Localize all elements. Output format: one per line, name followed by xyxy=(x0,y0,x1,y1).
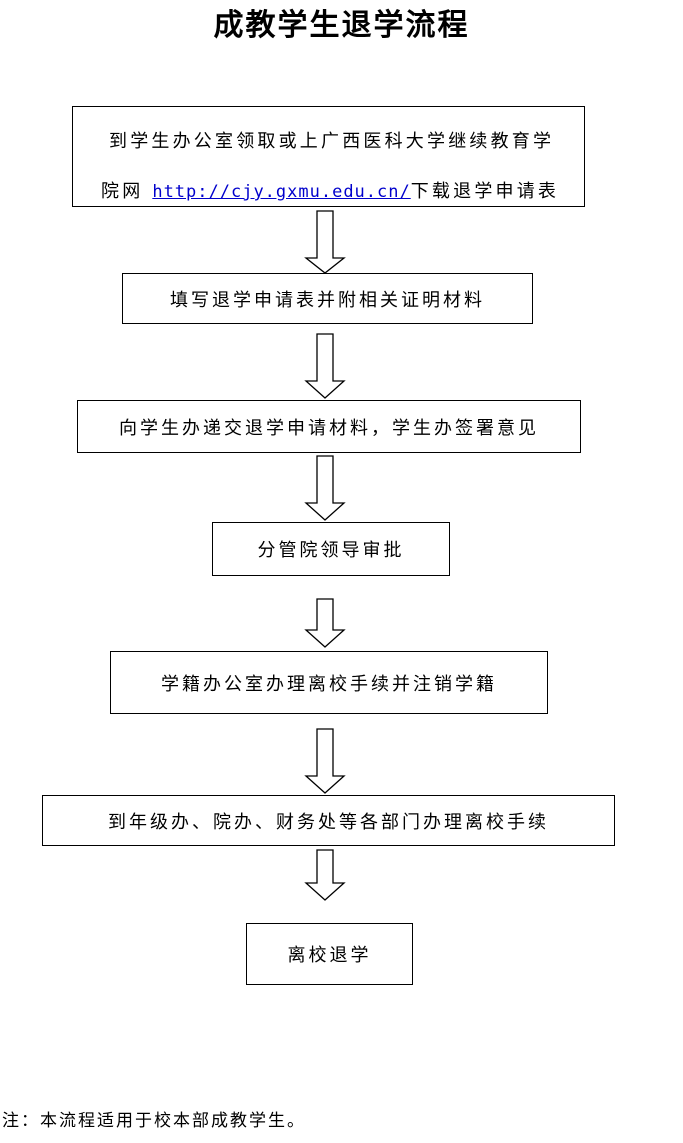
step-7-box: 离校退学 xyxy=(246,923,413,985)
step-6-box: 到年级办、院办、财务处等各部门办理离校手续 xyxy=(42,795,615,846)
step-1-line-2-suffix: 下载退学申请表 xyxy=(410,181,560,202)
step-6-text: 到年级办、院办、财务处等各部门办理离校手续 xyxy=(108,811,549,833)
step-4-text: 分管院领导审批 xyxy=(257,540,405,561)
step-1-line-1: 到学生办公室领取或上广西医科大学继续教育学 xyxy=(109,131,555,152)
step-2-text: 填写退学申请表并附相关证明材料 xyxy=(170,289,485,311)
down-arrow-icon xyxy=(304,333,346,399)
step-5-text: 学籍办公室办理离校手续并注销学籍 xyxy=(161,673,497,695)
step-3-box: 向学生办递交退学申请材料，学生办签署意见 xyxy=(77,400,581,453)
step-1-line-2: 院网 http://cjy.gxmu.edu.cn/下载退学申请表 xyxy=(101,167,584,217)
down-arrow-icon xyxy=(304,598,346,648)
step-1-box: 到学生办公室领取或上广西医科大学继续教育学 院网 http://cjy.gxmu… xyxy=(72,106,585,207)
step-7-text: 离校退学 xyxy=(287,945,372,966)
footnote: 注：本流程适用于校本部成教学生。 xyxy=(2,1111,306,1131)
down-arrow-icon xyxy=(304,455,346,521)
down-arrow-icon xyxy=(304,849,346,901)
down-arrow-icon xyxy=(304,210,346,274)
step-2-box: 填写退学申请表并附相关证明材料 xyxy=(122,273,533,324)
step-5-box: 学籍办公室办理离校手续并注销学籍 xyxy=(110,651,548,714)
step-3-text: 向学生办递交退学申请材料，学生办签署意见 xyxy=(119,417,539,439)
down-arrow-icon xyxy=(304,728,346,794)
step-1-line-2-prefix: 院网 xyxy=(101,181,153,202)
download-link[interactable]: http://cjy.gxmu.edu.cn/ xyxy=(152,182,411,202)
step-4-box: 分管院领导审批 xyxy=(212,522,450,576)
page-title: 成教学生退学流程 xyxy=(213,8,470,43)
